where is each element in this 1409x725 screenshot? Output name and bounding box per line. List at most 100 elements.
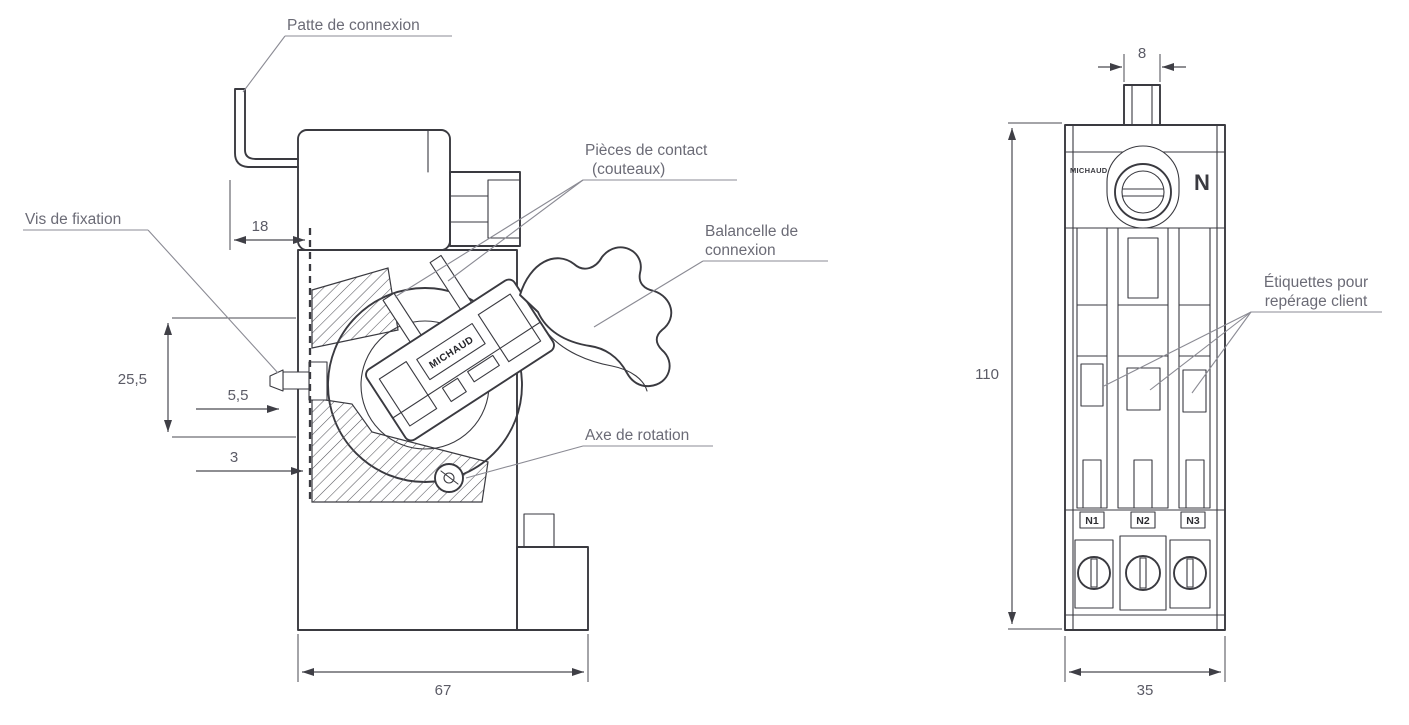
rotation-axis-center [443,472,455,484]
side-view-drawing: MICHAUD [234,88,673,631]
label-balancelle-line1: Balancelle de [705,223,798,240]
screw-boss [308,361,328,401]
extension-lines [297,634,589,682]
leader-line [593,260,704,328]
tag-n3-box [1180,511,1206,529]
channel-3 [1178,227,1211,509]
terminal-frame-3 [1169,539,1211,609]
channel-dividers [1076,304,1211,357]
terminal-screw-1 [1077,556,1111,590]
terminal-screw-outer [1114,163,1172,221]
front-body-side-walls [1072,124,1218,631]
extension-lines [1064,636,1226,682]
callout-axe-de-rotation: Axe de rotation [465,427,713,479]
dimension-value-18: 18 [252,218,269,235]
dimension-110: 110 [975,122,1062,630]
dimension-value-110: 110 [975,366,999,383]
connection-swing [519,246,673,388]
label-pieces-de-contact-line1: Pièces de contact [585,142,708,159]
tag-n2: N2 [1136,515,1150,527]
dimension-value-25-5: 25,5 [118,371,147,388]
holder-detail-right [477,293,542,363]
label-pieces-de-contact-line2: (couteaux) [592,161,665,178]
dimension-35: 35 [1064,636,1226,699]
terminal-tags: N1 N2 N3 [1079,511,1206,529]
dimension-18: 18 [229,180,305,250]
tag-n1: N1 [1085,515,1099,527]
leader-line [147,229,279,374]
rail-clip-tab [523,513,555,548]
label-etiquettes-line2: repérage client [1265,293,1368,310]
neutral-mark: N [1194,170,1210,195]
label-window-2 [1126,367,1161,411]
terminal-screw-inner [1121,170,1165,214]
leader-line-1 [1103,311,1252,387]
dimension-3: 3 [196,449,303,475]
holder-detail-lines [392,321,541,419]
brand-plate [416,322,486,381]
dimension-value-5-5: 5,5 [228,387,249,404]
bottom-terminals [1074,535,1211,611]
swing-detail [544,329,648,392]
channel-2-window [1127,237,1159,299]
screw-slot-3 [1186,558,1194,588]
leader-line [242,35,286,93]
label-balancelle-line2: connexion [705,242,776,259]
connection-bracket [234,88,299,168]
terminal-screw-3 [1173,556,1207,590]
rotation-axis-slot [440,470,459,485]
dimension-8: 8 [1098,45,1186,82]
callout-vis-de-fixation: Vis de fixation [23,211,279,374]
terminal-frame-2 [1119,535,1167,611]
leader-line [465,445,584,479]
dimension-5-5: 5,5 [196,387,279,413]
label-vis-de-fixation: Vis de fixation [25,211,121,228]
leader-line-3 [1191,311,1252,394]
side-view-callouts: Patte de connexion Vis de fixation Pièce… [23,17,828,479]
dimension-67: 67 [297,634,589,699]
terminal-block-inner [487,179,521,239]
tag-n3: N3 [1186,515,1200,527]
terminal-frame-1 [1074,539,1114,609]
extension-lines [1123,54,1161,82]
side-view-dimensions: 18 25,5 5,5 3 67 [118,180,589,699]
screw-slot-1 [1090,558,1098,588]
callout-balancelle: Balancelle de connexion [593,223,828,328]
rotation-axis [434,463,464,493]
neutral-terminal [1106,145,1180,229]
extension-lines [1008,122,1062,630]
terminal-screw-2 [1125,555,1161,591]
holder-detail-left [378,361,438,427]
top-housing [297,129,451,251]
dimension-25-5: 25,5 [118,317,296,438]
callout-pieces-de-contact: Pièces de contact (couteaux) [394,142,737,298]
dimension-value-3: 3 [230,449,238,466]
label-axe-de-rotation: Axe de rotation [585,427,689,444]
screw-shaft [282,371,310,390]
leader-line-2 [1149,311,1252,391]
tag-n2-box [1130,511,1156,529]
label-window-1 [1080,363,1104,407]
fixation-screw [269,361,328,401]
terminal-screw-slot [1122,188,1164,197]
front-view-drawing: MICHAUD N N1 N2 N3 [1064,84,1226,631]
top-tab [1123,84,1161,126]
label-patte-de-connexion: Patte de connexion [287,17,420,34]
top-tab-lines [1131,84,1153,126]
callout-etiquettes: Étiquettes pour repérage client [1103,274,1382,394]
leader-line-1 [394,179,584,298]
brand-text-front: MICHAUD [1070,166,1108,175]
rail-clip [516,546,589,631]
extension-lines [172,317,296,438]
label-etiquettes-line1: Étiquettes pour [1264,274,1368,291]
leader-line-2 [447,179,584,282]
dimension-value-8: 8 [1138,45,1146,62]
front-view-callouts: Étiquettes pour repérage client [1103,274,1382,394]
hatched-mount-upper [311,267,399,349]
front-view-dimensions: 8 110 35 [975,45,1226,699]
body-trunk [297,249,518,631]
dimension-value-67: 67 [435,682,452,699]
